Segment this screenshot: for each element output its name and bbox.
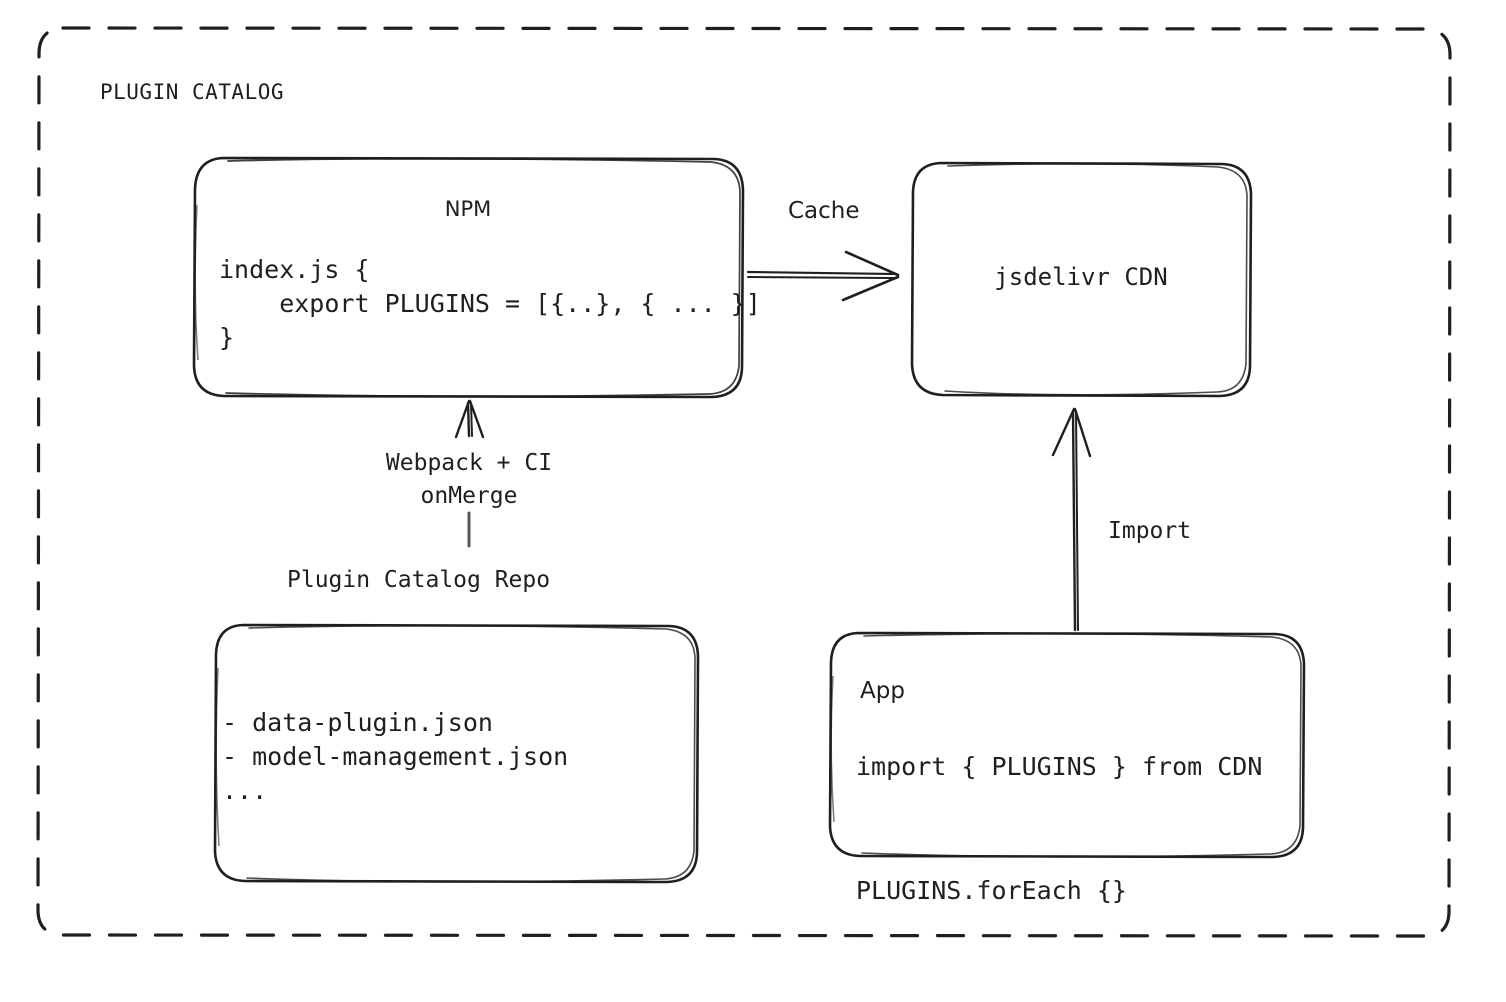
- node-app-code: import { PLUGINS } from CDN PLUGINS.forE…: [856, 752, 1263, 905]
- node-npm-title: NPM: [444, 197, 492, 221]
- node-npm-code: index.js { export PLUGINS = [{..}, { ...…: [219, 255, 761, 352]
- node-repo-caption: Plugin Catalog Repo: [287, 567, 551, 593]
- edge-app-to-cdn: [1051, 407, 1092, 632]
- node-cdn-title: jsdelivr CDN: [994, 263, 1168, 291]
- node-app-title: App: [860, 678, 905, 704]
- node-repo-file-list: - data-plugin.json - model-management.js…: [222, 708, 569, 805]
- edge-label-cache: Cache: [788, 198, 860, 224]
- edge-npm-to-cdn: [746, 250, 900, 302]
- edge-label-import: Import: [1108, 518, 1192, 544]
- edge-label-webpack-ci-onmerge: Webpack + CI onMerge: [385, 450, 553, 509]
- page-title: PLUGIN CATALOG: [100, 80, 285, 104]
